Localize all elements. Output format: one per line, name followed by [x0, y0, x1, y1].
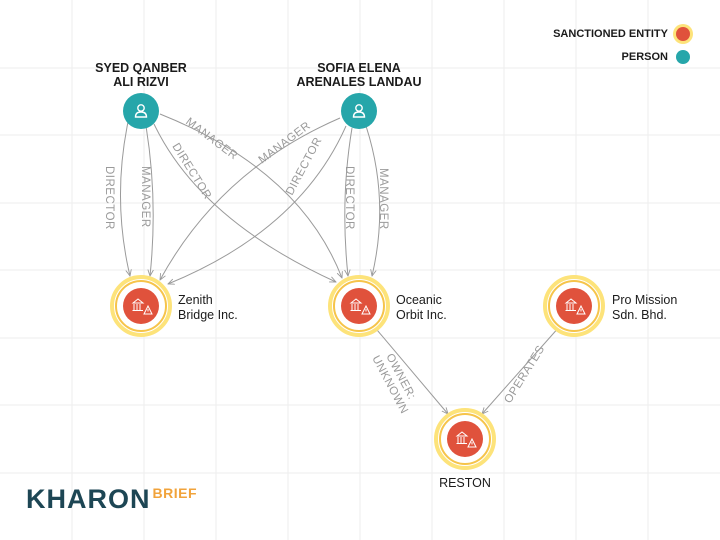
- edge-labels: DIRECTOR MANAGER DIRECTOR MANAGER MANAGE…: [103, 116, 547, 416]
- node-label-oceanic-line1: Oceanic: [396, 293, 442, 307]
- node-label-sofia-line2: ARENALES LANDAU: [296, 75, 422, 89]
- node-label-syed: SYED QANBER ALI RIZVI: [56, 61, 226, 89]
- node-label-promission: Pro Mission Sdn. Bhd.: [612, 293, 712, 323]
- node-promission[interactable]: [543, 275, 605, 337]
- edge-sofia-oceanic-manager[interactable]: [365, 125, 381, 276]
- edge-label-sofia-oceanic-director: DIRECTOR: [343, 166, 355, 230]
- node-label-zenith: Zenith Bridge Inc.: [178, 293, 288, 323]
- node-sofia[interactable]: [341, 93, 377, 129]
- node-syed[interactable]: [123, 93, 159, 129]
- logo-accent: BRIEF: [152, 485, 197, 501]
- bank-warning-icon: [455, 431, 477, 448]
- bank-warning-icon: [349, 298, 371, 315]
- node-label-promission-line1: Pro Mission: [612, 293, 678, 307]
- edges: [119, 113, 561, 414]
- node-oceanic[interactable]: [328, 275, 390, 337]
- edge-label-syed-oceanic-director: DIRECTOR: [169, 141, 213, 202]
- node-label-reston: RESTON: [420, 476, 510, 491]
- edge-promission-reston-operates[interactable]: [482, 325, 561, 414]
- edge-syed-oceanic-manager[interactable]: [159, 113, 342, 278]
- legend-person-label: PERSON: [621, 51, 668, 63]
- node-label-oceanic-line2: Orbit Inc.: [396, 308, 447, 322]
- edge-sofia-zenith-director[interactable]: [168, 125, 347, 284]
- sanctioned-entity-icon: [676, 27, 690, 41]
- person-icon: [134, 104, 148, 118]
- node-reston[interactable]: [434, 408, 496, 470]
- edge-label-sofia-oceanic-manager: MANAGER: [377, 168, 389, 230]
- bank-warning-icon: [564, 298, 586, 315]
- node-label-sofia-line1: SOFIA ELENA: [317, 61, 401, 75]
- node-label-syed-line2: ALI RIZVI: [113, 75, 169, 89]
- edge-label-operates: OPERATES: [502, 343, 547, 405]
- edge-label-syed-zenith-manager: MANAGER: [139, 166, 151, 228]
- person-dot-icon: [676, 50, 690, 64]
- node-label-zenith-line2: Bridge Inc.: [178, 308, 238, 322]
- node-label-reston-line1: RESTON: [439, 476, 491, 490]
- legend-person: PERSON: [622, 47, 690, 67]
- person-icon: [352, 104, 366, 118]
- edge-syed-zenith-manager[interactable]: [145, 125, 153, 276]
- logo-main: KHARON: [26, 484, 151, 514]
- node-label-zenith-line1: Zenith: [178, 293, 213, 307]
- node-label-sofia: SOFIA ELENA ARENALES LANDAU: [274, 61, 444, 89]
- node-label-syed-line1: SYED QANBER: [95, 61, 187, 75]
- edge-oceanic-reston-owner[interactable]: [371, 323, 448, 414]
- bank-warning-icon: [131, 298, 153, 315]
- edge-sofia-oceanic-director[interactable]: [345, 127, 353, 276]
- edge-syed-zenith-director[interactable]: [119, 121, 130, 276]
- edge-label-syed-oceanic-manager: MANAGER: [183, 116, 239, 163]
- node-label-oceanic: Oceanic Orbit Inc.: [396, 293, 506, 323]
- edge-label-syed-zenith-director: DIRECTOR: [103, 166, 115, 230]
- edge-sofia-zenith-manager[interactable]: [160, 117, 341, 280]
- legend-sanctioned-label: SANCTIONED ENTITY: [553, 28, 668, 40]
- node-zenith[interactable]: [110, 275, 172, 337]
- node-label-promission-line2: Sdn. Bhd.: [612, 308, 667, 322]
- legend-sanctioned: SANCTIONED ENTITY: [553, 24, 690, 44]
- edge-syed-oceanic-director[interactable]: [153, 123, 336, 282]
